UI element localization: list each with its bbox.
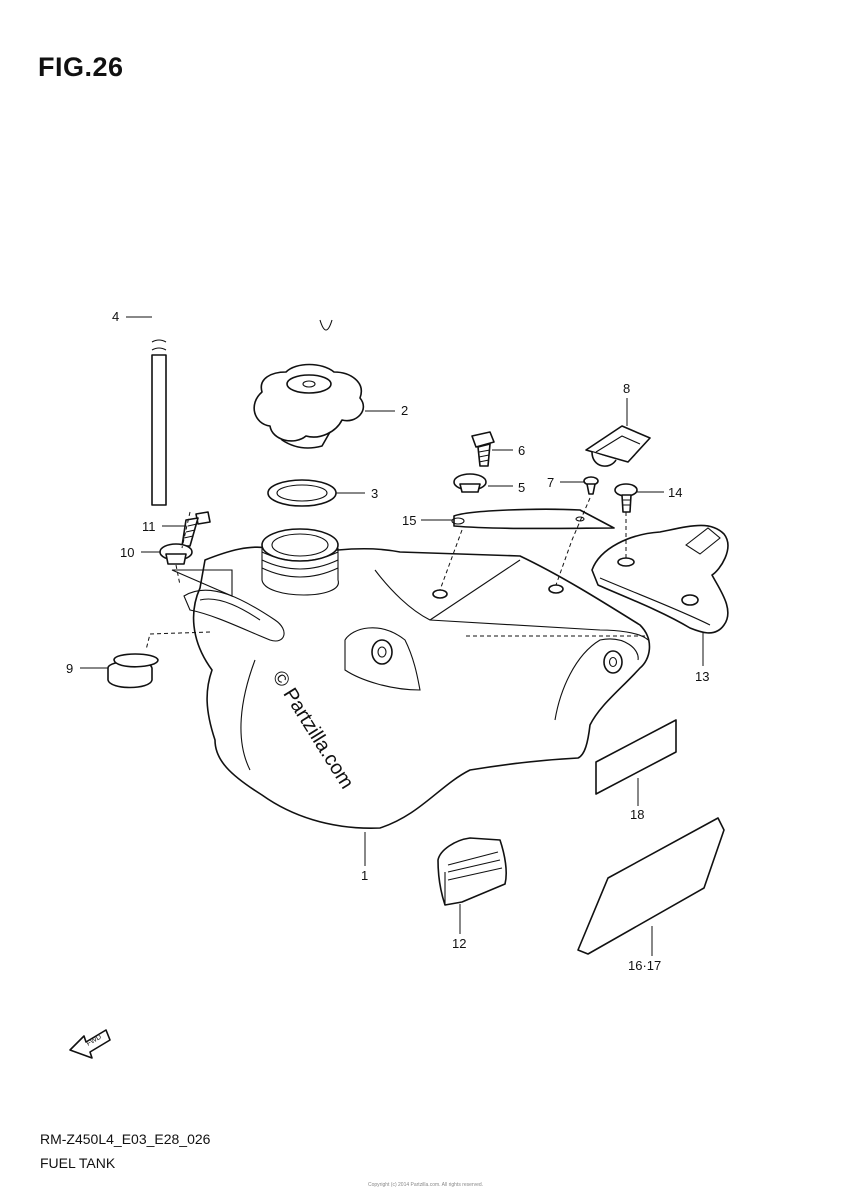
callout-7: 7	[547, 475, 554, 490]
decal-16-17[interactable]	[577, 817, 725, 955]
alignment-guides	[145, 497, 646, 651]
tank-cover-plate[interactable]	[591, 524, 729, 634]
bolt-11[interactable]	[181, 511, 211, 547]
callout-10: 10	[120, 545, 134, 560]
callout-15: 15	[402, 513, 416, 528]
tank-strap-hook[interactable]	[585, 425, 651, 467]
callout-9: 9	[66, 661, 73, 676]
fuel-cap[interactable]	[253, 363, 365, 449]
callout-8: 8	[623, 381, 630, 396]
callout-2: 2	[401, 403, 408, 418]
callout-16-17: 16·17	[628, 958, 661, 973]
copyright-notice: Copyright (c) 2014 Partzilla.com. All ri…	[368, 1182, 484, 1188]
figure-title: FIG.26	[38, 52, 124, 82]
fuel-tank[interactable]	[183, 528, 651, 829]
diagram-name: FUEL TANK	[40, 1155, 116, 1171]
clamp-12[interactable]	[437, 837, 507, 906]
cap-gasket[interactable]	[267, 479, 337, 507]
callout-5: 5	[518, 480, 525, 495]
bolt-14[interactable]	[614, 483, 638, 513]
callout-3: 3	[371, 486, 378, 501]
callout-6: 6	[518, 443, 525, 458]
bolt-6[interactable]	[471, 431, 495, 467]
washer-5[interactable]	[453, 473, 487, 493]
screw-7[interactable]	[583, 476, 599, 495]
callout-1: 1	[361, 868, 368, 883]
callout-14: 14	[668, 485, 682, 500]
callout-18: 18	[630, 807, 644, 822]
callout-11: 11	[142, 519, 156, 534]
grommet-9[interactable]	[107, 653, 159, 689]
breather-hose[interactable]	[151, 136, 333, 506]
cushion-10[interactable]	[159, 543, 193, 565]
callout-4: 4	[112, 309, 119, 324]
callout-12: 12	[452, 936, 466, 951]
callout-labels: 4 2 3 5 6 7 8 14 15 11 10 9 1 12 13 18 1…	[66, 309, 709, 973]
diagram-code: RM-Z450L4_E03_E28_026	[40, 1131, 211, 1147]
callout-13: 13	[695, 669, 709, 684]
mounting-plate[interactable]	[451, 508, 615, 530]
forward-arrow-icon: FWD	[69, 1029, 111, 1059]
leader-lines	[80, 316, 704, 956]
label-18[interactable]	[595, 719, 677, 795]
